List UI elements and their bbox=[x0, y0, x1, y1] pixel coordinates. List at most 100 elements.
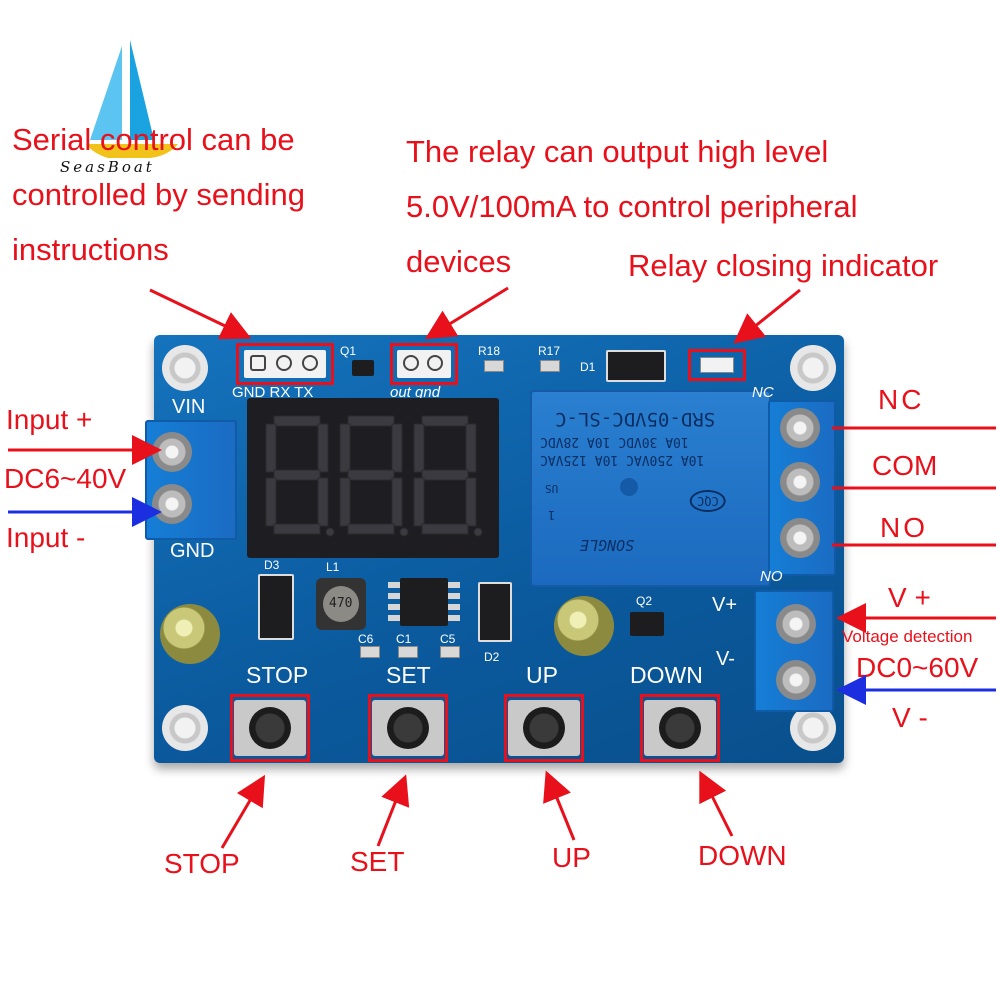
board-vplus-label: V+ bbox=[712, 594, 738, 616]
relay-output-note-line1: The relay can output high level bbox=[406, 134, 829, 169]
board-down-label: DOWN bbox=[630, 662, 703, 688]
down-button-highlight bbox=[640, 694, 720, 762]
board-up-label: UP bbox=[526, 662, 558, 688]
nc-annotation: NC bbox=[878, 384, 925, 415]
input-minus-label: Input - bbox=[6, 522, 86, 553]
logo-sail-front bbox=[130, 40, 154, 140]
relay-module bbox=[530, 390, 771, 587]
c6-label: C6 bbox=[358, 632, 374, 646]
relay-screw-nc bbox=[780, 408, 820, 448]
mount-hole-bottom-right bbox=[790, 705, 836, 751]
board-set-label: SET bbox=[386, 662, 431, 688]
board-no-label: NO bbox=[760, 568, 783, 585]
logo-hull bbox=[86, 144, 178, 158]
l1-label: L1 bbox=[326, 560, 340, 574]
mount-hole-top-left bbox=[162, 345, 208, 391]
d3-diode bbox=[258, 574, 294, 640]
arrow-indicator bbox=[733, 288, 801, 344]
output-header bbox=[397, 350, 451, 378]
d3-label: D3 bbox=[264, 558, 280, 572]
inductor-value: 470 bbox=[329, 596, 353, 611]
stop-button-highlight bbox=[230, 694, 310, 762]
output-header-highlight bbox=[390, 343, 458, 385]
serial-pin-tx bbox=[302, 355, 318, 371]
arrow-stop bbox=[220, 774, 266, 849]
q1-label: Q1 bbox=[340, 344, 357, 358]
no-annotation: NO bbox=[880, 512, 928, 543]
output-pin-out bbox=[403, 355, 419, 371]
c6-capacitor bbox=[360, 646, 380, 658]
arrow-output bbox=[424, 286, 509, 340]
com-annotation: COM bbox=[872, 450, 938, 481]
up-button[interactable] bbox=[523, 707, 565, 749]
c1-capacitor bbox=[398, 646, 418, 658]
input-range-label: DC6~40V bbox=[4, 463, 127, 494]
digit-3 bbox=[413, 415, 477, 535]
mount-hole-top-right bbox=[790, 345, 836, 391]
c1-label: C1 bbox=[396, 632, 412, 646]
relay-indent bbox=[620, 478, 638, 496]
electrolytic-capacitor-left bbox=[160, 604, 220, 664]
down-annotation: DOWN bbox=[698, 840, 787, 871]
c5-label: C5 bbox=[440, 632, 456, 646]
board-vminus-label: V- bbox=[716, 648, 735, 670]
output-pin-gnd bbox=[427, 355, 443, 371]
mount-hole-bottom-left bbox=[162, 705, 208, 751]
arrow-down bbox=[699, 770, 734, 837]
main-ic-pins-left bbox=[388, 582, 400, 622]
detect-range-annotation: DC0~60V bbox=[856, 652, 979, 683]
serial-pins-label: GND RX TX bbox=[232, 384, 314, 401]
r18-label: R18 bbox=[478, 344, 501, 358]
relay-output-note-line2: 5.0V/100mA to control peripheral bbox=[406, 189, 858, 224]
set-annotation: SET bbox=[350, 846, 405, 877]
d2-diode bbox=[478, 582, 512, 642]
relay-screw-no bbox=[780, 518, 820, 558]
l1-inductor: 470 bbox=[316, 578, 366, 630]
logo-brand-text: SeasBoat bbox=[60, 158, 155, 176]
set-button-highlight bbox=[368, 694, 448, 762]
c5-capacitor bbox=[440, 646, 460, 658]
seasboat-logo bbox=[86, 40, 178, 158]
d1-diode bbox=[606, 350, 666, 382]
arrow-up bbox=[543, 770, 576, 841]
serial-note-line1: Serial control can be bbox=[12, 122, 295, 157]
d1-label: D1 bbox=[580, 360, 596, 374]
voltage-detection-annotation: Voltage detection bbox=[842, 627, 973, 646]
voltage-screw-plus bbox=[776, 604, 816, 644]
r18-resistor bbox=[484, 360, 504, 372]
main-ic bbox=[400, 578, 448, 626]
stop-button[interactable] bbox=[249, 707, 291, 749]
vin-label: VIN bbox=[172, 396, 206, 418]
logo-sail-back bbox=[90, 46, 122, 140]
serial-pin-rx bbox=[276, 355, 292, 371]
relay-indicator-led bbox=[700, 357, 734, 373]
serial-header bbox=[244, 350, 326, 378]
arrow-serial bbox=[149, 288, 252, 340]
serial-pin-gnd bbox=[250, 355, 266, 371]
down-button[interactable] bbox=[659, 707, 701, 749]
v-plus-annotation: V + bbox=[888, 582, 931, 613]
serial-header-highlight bbox=[236, 343, 334, 385]
electrolytic-capacitor-right bbox=[554, 596, 614, 656]
d2-label: D2 bbox=[484, 650, 500, 664]
board-nc-label: NC bbox=[752, 384, 774, 401]
up-button-highlight bbox=[504, 694, 584, 762]
q2-label: Q2 bbox=[636, 594, 653, 608]
indicator-note: Relay closing indicator bbox=[628, 248, 939, 283]
digit-1 bbox=[265, 415, 329, 535]
set-button[interactable] bbox=[387, 707, 429, 749]
display-digits bbox=[265, 415, 483, 537]
up-annotation: UP bbox=[552, 842, 591, 873]
digit-2 bbox=[339, 415, 403, 535]
v-minus-annotation: V - bbox=[892, 702, 928, 733]
relay-output-note-line3: devices bbox=[406, 244, 512, 279]
input-plus-label: Input + bbox=[6, 404, 93, 435]
q1-transistor bbox=[352, 360, 374, 376]
arrow-set bbox=[376, 774, 410, 847]
gnd-label: GND bbox=[170, 540, 215, 562]
q2-transistor bbox=[630, 612, 664, 636]
board-stop-label: STOP bbox=[246, 662, 309, 688]
stop-annotation: STOP bbox=[164, 848, 240, 879]
voltage-screw-minus bbox=[776, 660, 816, 700]
